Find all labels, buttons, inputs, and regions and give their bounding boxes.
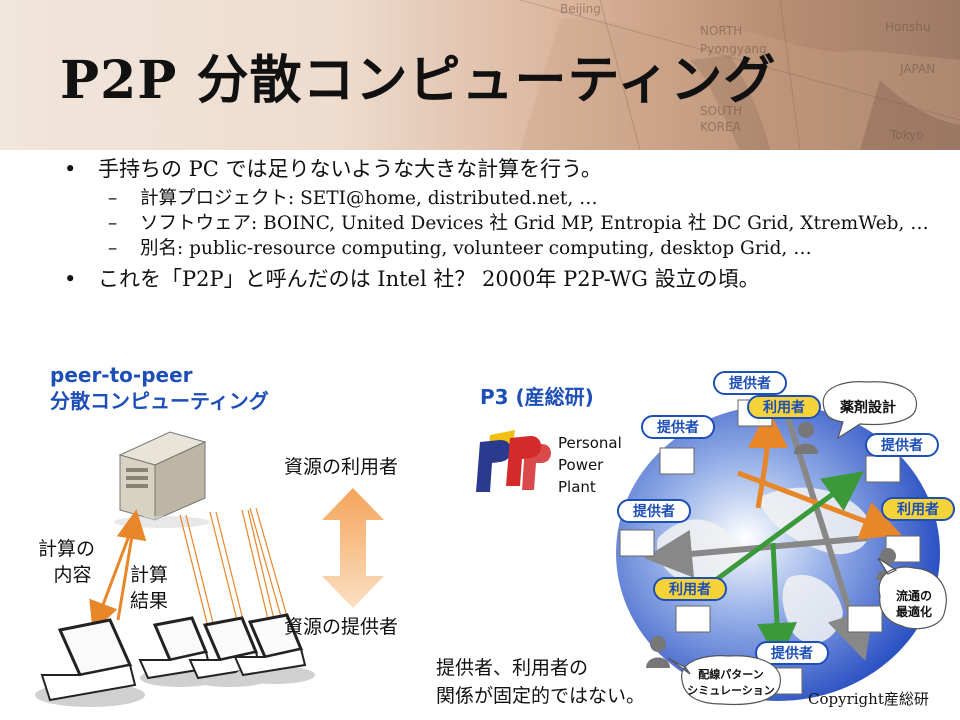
svg-text:利用者: 利用者 — [897, 501, 939, 518]
laptop-icon — [233, 613, 315, 684]
svg-text:提供者: 提供者 — [771, 645, 813, 662]
user-badge: 利用者 — [653, 577, 727, 601]
calc-result-arrow — [116, 509, 147, 621]
svg-text:提供者: 提供者 — [881, 437, 923, 454]
left-diagram — [35, 431, 315, 707]
sub-bullet-projects: 計算プロジェクト: SETI@home, distributed.net, … — [60, 187, 940, 211]
bullet-list: 手持ちの PC では足りないような大きな計算を行う。 計算プロジェクト: SET… — [60, 152, 940, 296]
server-icon — [114, 431, 210, 528]
computer-icon — [675, 605, 711, 633]
wiring-simulation-bubble: 配線パターン シミュレーション — [667, 655, 781, 706]
globe-diagram: 提供者 利用者 提供者 提供者 利用者 提供者 利用者 提供者 — [616, 371, 955, 706]
flow-arrow — [747, 408, 788, 509]
distribution-optimization-bubble: 流通の 最適化 — [877, 557, 947, 630]
calc-content-label: 計算の 内容 — [38, 536, 95, 588]
computer-icon — [865, 455, 901, 483]
data-flow-arrows — [179, 507, 289, 636]
p3-logo-icon — [476, 430, 551, 492]
sub-bullet-aliases: 別名: public-resource computing, volunteer… — [60, 237, 940, 261]
label-line: 計算 — [130, 564, 169, 586]
svg-text:最適化: 最適化 — [896, 604, 932, 619]
svg-text:利用者: 利用者 — [669, 581, 711, 598]
label-line: 結果 — [130, 590, 169, 612]
flow-arrow — [644, 529, 869, 578]
provider-badge: 提供者 — [713, 371, 787, 395]
note-line: 提供者、利用者の — [436, 657, 589, 679]
heading-line: peer-to-peer — [50, 363, 193, 387]
map-background — [519, 0, 960, 150]
p3-logo-text: Personal Power Plant — [558, 432, 622, 498]
map-label-tokyo: Tokyo — [890, 128, 924, 142]
svg-text:薬剤設計: 薬剤設計 — [840, 399, 896, 416]
flow-arrow — [757, 542, 797, 663]
double-arrow — [322, 488, 384, 608]
svg-text:シミュレーション: シミュレーション — [687, 684, 775, 697]
map-label-pyongyang: Pyongyang — [700, 42, 767, 56]
provider-badge: 提供者 — [641, 415, 715, 439]
flow-arrow — [696, 471, 865, 596]
provider-badge: 提供者 — [865, 433, 939, 457]
calc-result-label: 計算 結果 — [130, 562, 168, 614]
laptop-icon — [35, 618, 145, 707]
map-label-korea: KOREA — [700, 120, 741, 134]
label-line: 計算の — [38, 538, 96, 560]
provider-badge: 提供者 — [617, 499, 691, 523]
header-banner: Beijing NORTH Pyongyang SOUTH KOREA JAPA… — [0, 0, 960, 150]
slide-title: P2P 分散コンピューティング — [60, 50, 777, 111]
svg-text:流通の: 流通の — [896, 588, 932, 603]
drug-design-bubble: 薬剤設計 — [822, 381, 917, 440]
resource-provider-label: 資源の提供者 — [284, 616, 399, 638]
bullet-item: 手持ちの PC では足りないような大きな計算を行う。 — [60, 152, 940, 186]
computer-icon — [619, 529, 655, 557]
map-label-south: SOUTH — [700, 104, 743, 118]
sub-bullet-software: ソフトウェア: BOINC, United Devices 社 Grid MP,… — [60, 212, 940, 236]
left-diagram-heading: peer-to-peer 分散コンピューティング — [50, 362, 269, 414]
svg-text:利用者: 利用者 — [763, 399, 805, 416]
resource-user-label: 資源の利用者 — [284, 456, 399, 478]
p3-heading: P3 (産総研) — [480, 385, 594, 409]
note-line: 関係が固定的ではない。 — [436, 685, 646, 707]
flow-arrow — [785, 417, 874, 661]
relationship-note: 提供者、利用者の 関係が固定的ではない。 — [436, 654, 645, 710]
person-icon — [794, 422, 818, 454]
copyright-text: Copyright産総研 — [808, 690, 929, 708]
svg-text:提供者: 提供者 — [729, 375, 771, 392]
label-line: 内容 — [53, 564, 92, 586]
svg-text:提供者: 提供者 — [633, 503, 675, 520]
logo-line: Personal — [558, 434, 622, 452]
computer-icon — [659, 447, 695, 475]
user-badge: 利用者 — [747, 395, 821, 419]
map-label-north: NORTH — [700, 24, 743, 38]
user-badge: 利用者 — [881, 497, 955, 521]
heading-line: 分散コンピューティング — [50, 389, 269, 413]
map-label-honshu: Honshu — [885, 20, 931, 34]
map-label-beijing: Beijing — [560, 2, 601, 16]
person-icon — [646, 636, 670, 668]
logo-line: Plant — [558, 478, 596, 496]
svg-text:提供者: 提供者 — [657, 419, 699, 436]
map-label-japan: JAPAN — [900, 62, 936, 76]
bullet-item: これを「P2P」と呼んだのは Intel 社？ 2000年 P2P-WG 設立の… — [60, 262, 940, 296]
logo-line: Power — [558, 456, 604, 474]
computer-icon — [847, 605, 883, 633]
svg-text:配線パターン: 配線パターン — [698, 667, 763, 681]
provider-badge: 提供者 — [755, 641, 829, 665]
